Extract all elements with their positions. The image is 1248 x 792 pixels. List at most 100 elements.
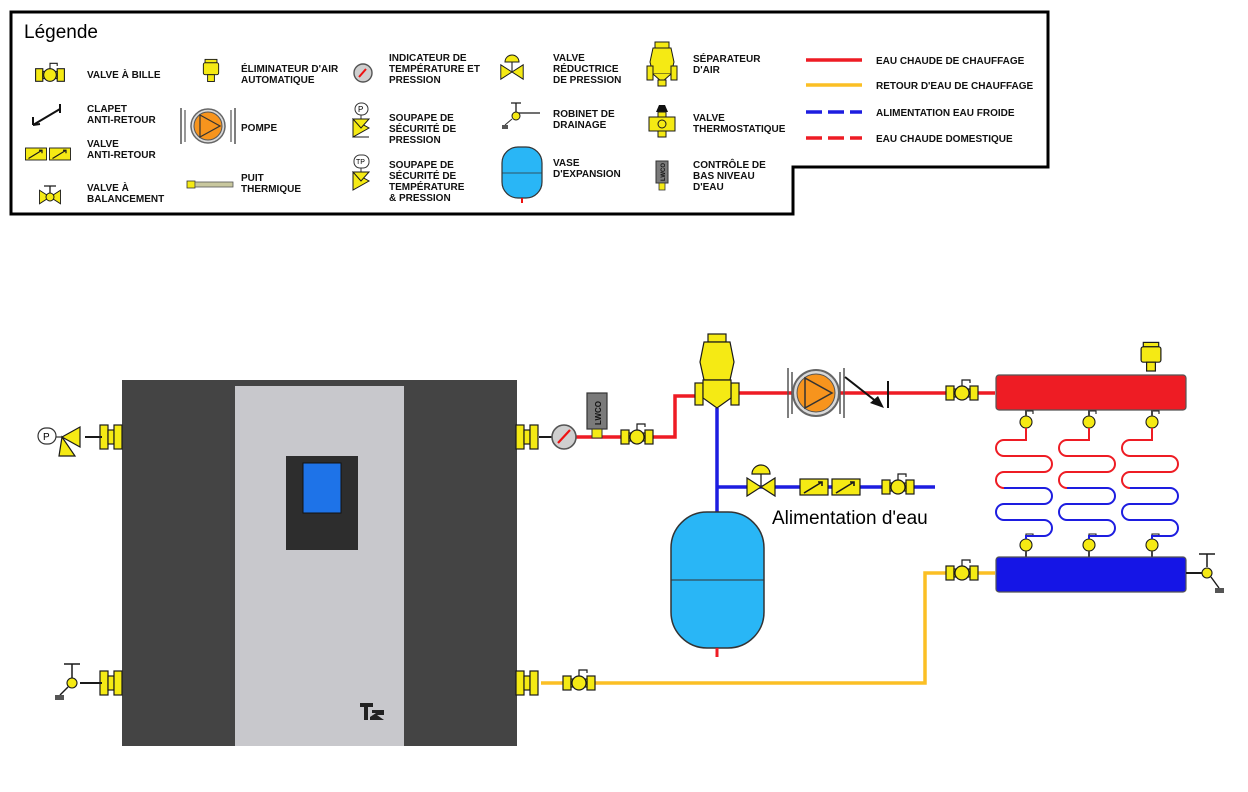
boiler-top-left-flange [99, 424, 123, 450]
manifold-air-eliminator [1140, 341, 1162, 372]
legend-label-line: DRAINAGE [553, 120, 607, 131]
feed-ball-valve [881, 473, 915, 495]
boiler-return-flange [515, 670, 539, 696]
manifolds [995, 341, 1224, 593]
legend-label-line: VALVE [553, 53, 585, 64]
legend-gauge-icon [353, 63, 373, 83]
loop-hot-segment [995, 428, 1053, 489]
legend-label-line: D'AIR [693, 65, 721, 76]
legend-label-line: SÉPARATEUR [693, 52, 761, 65]
legend-label-line: SOUPAPE DE [389, 160, 454, 171]
legend-ball-valve-label: VALVE À BILLE [87, 68, 161, 81]
check-valve [844, 376, 889, 408]
legend-air-separator-icon [646, 41, 678, 87]
radiant-loops [995, 410, 1179, 557]
legend-label-line: PRESSION [389, 135, 441, 146]
legend-title: Légende [24, 22, 98, 43]
legend-label-line: SOUPAPE DE [389, 113, 454, 124]
legend-label-line: ÉLIMINATEUR D'AIR [241, 62, 339, 75]
legend-line-label: ALIMENTATION EAU FROIDE [876, 108, 1015, 119]
legend-label-line: VALVE À BILLE [87, 68, 161, 81]
legend-reducing-valve-icon [500, 54, 524, 80]
loop-hot-segment [1121, 428, 1179, 489]
legend-p-symbol: P [358, 105, 363, 114]
legend-pump-icon [180, 108, 236, 144]
boiler-drain-valve [55, 663, 80, 700]
legend-label-line: THERMIQUE [241, 184, 301, 195]
boiler-logo [360, 703, 384, 720]
legend-check-valve-icon [32, 104, 61, 126]
loop-cold-segment [995, 487, 1053, 539]
pipes [541, 391, 995, 685]
manifold-supply-ball-valve [945, 379, 979, 401]
pressure-relief-valve: P [37, 425, 81, 457]
legend-label-line: INDICATEUR DE [389, 53, 467, 64]
return-ball-valve [562, 669, 596, 691]
boiler-bottom-left-flange [99, 670, 123, 696]
loop-hot-segment [1058, 428, 1116, 489]
legend-label-line: SÉCURITÉ DE [389, 169, 457, 182]
legend-label-line: RÉDUCTRICE [553, 62, 619, 75]
return-pipe [541, 571, 995, 685]
boiler-front-panel [235, 386, 404, 746]
loop-cold-segment [1121, 487, 1179, 539]
legend-label-line: POMPE [241, 123, 277, 134]
legend-label-line: PRESSION [389, 75, 441, 86]
legend-label-line: VALVE [87, 139, 119, 150]
supply-fittings: LWCO [515, 333, 979, 450]
air-separator [694, 333, 740, 409]
legend-label-line: VASE [553, 158, 580, 169]
legend-label-line: D'EXPANSION [553, 169, 621, 180]
legend-label-line: ROBINET DE [553, 109, 615, 120]
legend-expansion-tank-icon [501, 146, 543, 203]
manifold-return-ball-valve [945, 559, 979, 581]
legend-label-line: SÉCURITÉ DE [389, 122, 457, 135]
legend-label-line: VALVE [693, 113, 725, 124]
legend-label-line: THERMOSTATIQUE [693, 124, 786, 135]
legend-drain-valve-icon [502, 102, 540, 129]
boiler [122, 380, 517, 746]
legend-lwco-icon: LWCO [655, 160, 669, 191]
legend-balancing-valve-icon [39, 185, 61, 205]
manifold-drain-valve [1199, 553, 1224, 593]
pressure-reducing-valve [746, 464, 776, 497]
legend-label-line: PUIT [241, 173, 264, 184]
legend-pump-label: POMPE [241, 123, 277, 134]
temp-pressure-gauge [551, 424, 577, 450]
legend-label-line: BALANCEMENT [87, 194, 164, 205]
relief-p-symbol: P [43, 432, 50, 443]
legend-label-line: DE PRESSION [553, 75, 621, 86]
legend-label-line: AUTOMATIQUE [241, 75, 315, 86]
legend-thermowell-icon [186, 180, 234, 189]
left-fittings: P [37, 424, 123, 700]
legend-label-line: CLAPET [87, 104, 127, 115]
legend-tp-symbol: TP [356, 159, 365, 166]
legend-label-line: D'EAU [693, 182, 724, 193]
boiler-screen [302, 462, 342, 514]
water-feed: Alimentation d'eau [746, 464, 928, 529]
legend-label-line: BAS NIVEAU [693, 171, 755, 182]
lwco-control: LWCO [586, 392, 608, 439]
legend-line-label: EAU CHAUDE DE CHAUFFAGE [876, 56, 1025, 67]
legend-line-label: EAU CHAUDE DOMESTIQUE [876, 134, 1013, 145]
supply-manifold [995, 374, 1187, 411]
legend-label-line: TEMPÉRATURE [389, 180, 465, 193]
legend-label-line: & PRESSION [389, 193, 451, 204]
expansion-tank [670, 511, 765, 657]
